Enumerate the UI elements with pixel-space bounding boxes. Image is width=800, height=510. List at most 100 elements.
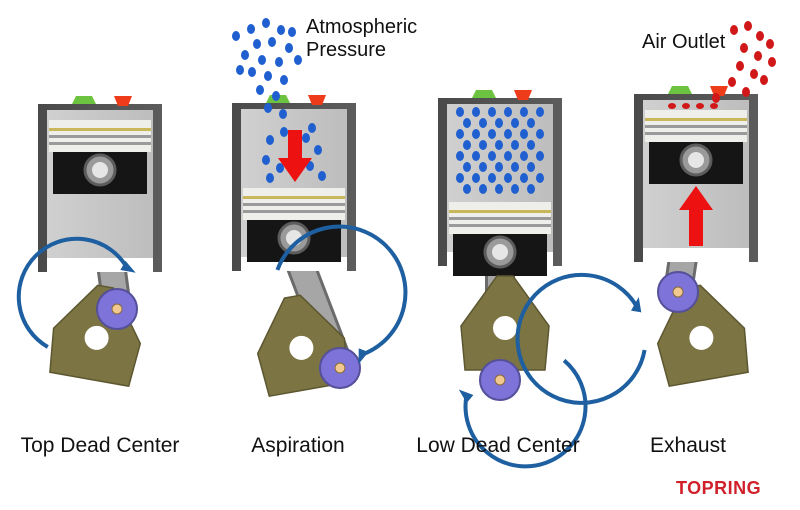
compressed-air-particle [520,151,528,161]
compressed-air-particle [536,173,544,183]
compressed-air-particle [472,107,480,117]
compressed-air-particle [504,107,512,117]
crank-shaft-hole [289,335,314,360]
compressed-air-particle [488,173,496,183]
compressed-air-particle [520,107,528,117]
compressed-air-particle [456,107,464,117]
exhaust-air-particle [742,87,750,97]
piston-ring [243,196,345,199]
intake-air-particle [232,31,240,41]
intake-air-particle [294,55,302,65]
rotation-arc [463,358,588,469]
exhaust-air-particle [756,31,764,41]
exhaust-air-particle [728,77,736,87]
intake-air-particle [275,57,283,67]
stage-label-low-dead-center: Low Dead Center [416,434,580,457]
piston-ring [49,128,151,131]
crank-low-dead-center [460,275,550,371]
rotation-arrow-aspiration [275,224,408,364]
exhaust-air-particle [768,57,776,67]
rotation-arrowhead-icon [120,260,136,273]
compressed-air-particle [520,173,528,183]
inlet-valve-icon [668,86,692,94]
compressed-air-particle [504,129,512,139]
topring-logo: TOPRING [676,478,762,498]
compressed-air-particle [472,173,480,183]
piston-ring [243,210,345,213]
intake-air-particle [262,18,270,28]
rotation-arrowhead-icon [631,297,642,313]
rotation-arrow-top-dead-center [16,236,136,349]
inlet-valve-icon [72,96,96,104]
compressed-air-particle [456,129,464,139]
crank-pin-center [494,374,506,386]
intake-air-particle [256,85,264,95]
intake-air-particle [236,65,244,75]
compressed-air-particle [527,118,535,128]
intake-down-arrow-icon [278,130,312,182]
compressed-air-particle [511,140,519,150]
compressed-air-particle [472,129,480,139]
compressed-air-particle [511,162,519,172]
stage-label-top-dead-center: Top Dead Center [20,434,180,457]
rotation-arrowhead-icon [358,348,369,364]
piston-ring [645,125,747,128]
intake-air-particle [285,43,293,53]
outlet-valve-icon [308,95,326,105]
intake-air-particle [258,55,266,65]
intake-air-particle [247,24,255,34]
intake-air-particle [318,171,326,181]
compressed-air-particle [479,184,487,194]
exhaust-air-particle [750,69,758,79]
rotation-arrowhead-icon [458,389,474,403]
compressed-air-particle [504,173,512,183]
intake-air-particle [279,109,287,119]
piston-low-dead-center [449,202,551,276]
piston-ring [49,142,151,145]
piston-ring [449,224,551,227]
crank-pin-center [334,362,346,374]
intake-air-particle [276,163,284,173]
compressed-air-particle [527,162,535,172]
piston-aspiration [243,188,345,262]
compressed-air-particle [479,140,487,150]
crank-shaft-hole [689,325,714,350]
piston-ring [645,118,747,121]
exhaust-air-particle [736,61,744,71]
rotation-arrow-exhaust [515,272,647,405]
rotation-arc [275,224,408,357]
intake-air-particle [280,75,288,85]
compressed-air-particle [488,151,496,161]
crank-shaft-hole [493,316,517,340]
compressed-air-particle [536,129,544,139]
intake-air-particle [253,39,261,49]
intake-air-particle [266,135,274,145]
compressed-air-particle [511,118,519,128]
exhaust-air-particle [744,21,752,31]
intake-air-particle [268,37,276,47]
intake-air-particle [314,145,322,155]
intake-air-particle [302,133,310,143]
compressed-air-particle [536,107,544,117]
compressed-air-particle [495,140,503,150]
outlet-valve-icon [514,90,532,100]
exhaust-air-particle [760,75,768,85]
exhaust-air-particle [710,103,718,109]
piston-top-dead-center [49,120,151,194]
cylinder-opening [643,248,749,262]
exhaust-air-particle [766,39,774,49]
compressed-air-particle [495,162,503,172]
compressed-air-particle [495,184,503,194]
inlet-valve-icon [472,90,496,98]
compressed-air-particle [527,184,535,194]
compressed-air-particle [527,140,535,150]
exhaust-air-particle [696,103,704,109]
intake-air-particle [248,67,256,77]
compressed-air-particle [472,151,480,161]
crank-top-dead-center [49,284,142,388]
compressed-air-particle [463,140,471,150]
compressed-air-particle [495,118,503,128]
piston-ring [645,132,747,135]
compressed-air-particle [511,184,519,194]
